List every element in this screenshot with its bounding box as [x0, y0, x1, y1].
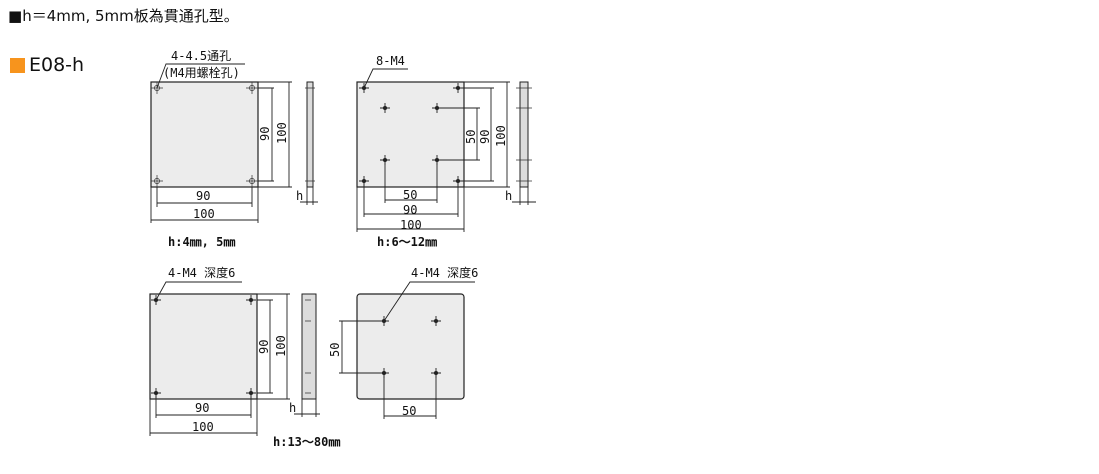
- thru-caption: h:4㎜, 5㎜: [168, 235, 235, 249]
- plate-side-thru: [306, 81, 314, 188]
- view-through-holes: 4-4.5通孔 (M4用螺栓孔) 90 100 90 100 h h:4㎜, 5…: [150, 49, 318, 249]
- mid-inner-v-dim: [437, 107, 480, 161]
- plate-front-thru: [150, 81, 259, 188]
- thick-a-pitch-v-text: 90: [257, 340, 271, 354]
- thick-a-size-v-text: 100: [274, 335, 288, 357]
- thru-size-text: 100: [193, 207, 215, 221]
- note-text: h＝4mm, 5mm板為貫通孔型。: [22, 7, 239, 25]
- plate-side-mid: [519, 81, 529, 188]
- plate-front-thick: [149, 293, 258, 400]
- model-tag: E08-h: [10, 54, 84, 76]
- thick-a-size-dim: [149, 399, 258, 436]
- thick-b-leader-line: [383, 281, 475, 322]
- thick-a-pitch-v-dim: [257, 299, 273, 394]
- thick-a-pitch-dim: [155, 393, 252, 418]
- thru-pitch-dim: [156, 187, 253, 207]
- thick-b-inner-text: 50: [402, 404, 416, 418]
- mid-inner-text: 50: [403, 188, 417, 202]
- mid-pitch-v-dim: [458, 87, 494, 182]
- thick-a-hole-label: 4-M4 深度6: [168, 265, 235, 280]
- thick-a-caption: h:13～80㎜: [273, 435, 340, 449]
- thru-pitch-v-text: 90: [258, 127, 272, 141]
- thru-hole-label: 4-4.5通孔: [171, 49, 231, 63]
- thick-a-h-dim: [294, 399, 320, 417]
- thick-a-pitch-text: 90: [195, 401, 209, 415]
- thru-size-v-text: 100: [275, 122, 289, 144]
- view-thick-b: 4-M4 深度6 50 50: [328, 265, 478, 419]
- thick-a-h-text: h: [289, 401, 296, 415]
- thick-a-leader-line: [155, 281, 242, 301]
- mid-size-dim: [356, 187, 465, 232]
- thick-b-inner-dim: [383, 373, 437, 419]
- thick-b-inner-v-text: 50: [328, 343, 342, 357]
- mid-pitch-v-text: 90: [478, 130, 492, 144]
- mid-inner-v-text: 50: [464, 130, 478, 144]
- mid-size-v-text: 100: [494, 125, 508, 147]
- mid-pitch-text: 90: [403, 203, 417, 217]
- plate-front-thick-b: [356, 293, 465, 400]
- thick-b-hole-label: 4-M4 深度6: [411, 265, 478, 280]
- thru-h-text: h: [296, 189, 303, 203]
- thru-leader-line: [156, 63, 245, 89]
- orange-square-icon: [10, 57, 25, 73]
- plate-front-mid: [356, 81, 465, 188]
- note-line: ■h＝4mm, 5mm板為貫通孔型。: [8, 6, 239, 26]
- thru-pitch-text: 90: [196, 189, 210, 203]
- mid-hole-label: 8-M4: [376, 54, 405, 68]
- view-thick-a: 4-M4 深度6 90 100 90 100 h h:13～80㎜: [149, 265, 340, 449]
- thick-b-inner-v-dim: [339, 320, 384, 374]
- hole-marks-thru: [151, 82, 258, 187]
- mid-size-v-dim: [464, 81, 510, 188]
- thru-hole-sublabel: (M4用螺栓孔): [163, 65, 240, 80]
- plate-side-thick: [301, 293, 317, 400]
- mid-h-dim: [512, 187, 536, 205]
- mid-caption: h:6～12㎜: [377, 235, 437, 249]
- mid-h-text: h: [505, 189, 512, 203]
- thick-a-size-v-dim: [257, 293, 290, 400]
- thick-a-size-text: 100: [192, 420, 214, 434]
- thru-size-dim: [150, 187, 259, 223]
- mid-size-text: 100: [400, 218, 422, 232]
- square-bullet-icon: ■: [8, 7, 23, 25]
- mid-leader-line: [363, 68, 408, 89]
- thru-pitch-v-dim: [258, 87, 274, 182]
- model-code: E08-h: [29, 54, 85, 76]
- thru-size-v-dim: [258, 81, 292, 188]
- mid-pitch-dim: [363, 181, 459, 217]
- mid-inner-dim: [384, 160, 438, 203]
- view-8-m4: 8-M4 50 90 100 50 90 100 h h:6～12㎜: [356, 54, 536, 249]
- thru-h-dim: [300, 187, 318, 205]
